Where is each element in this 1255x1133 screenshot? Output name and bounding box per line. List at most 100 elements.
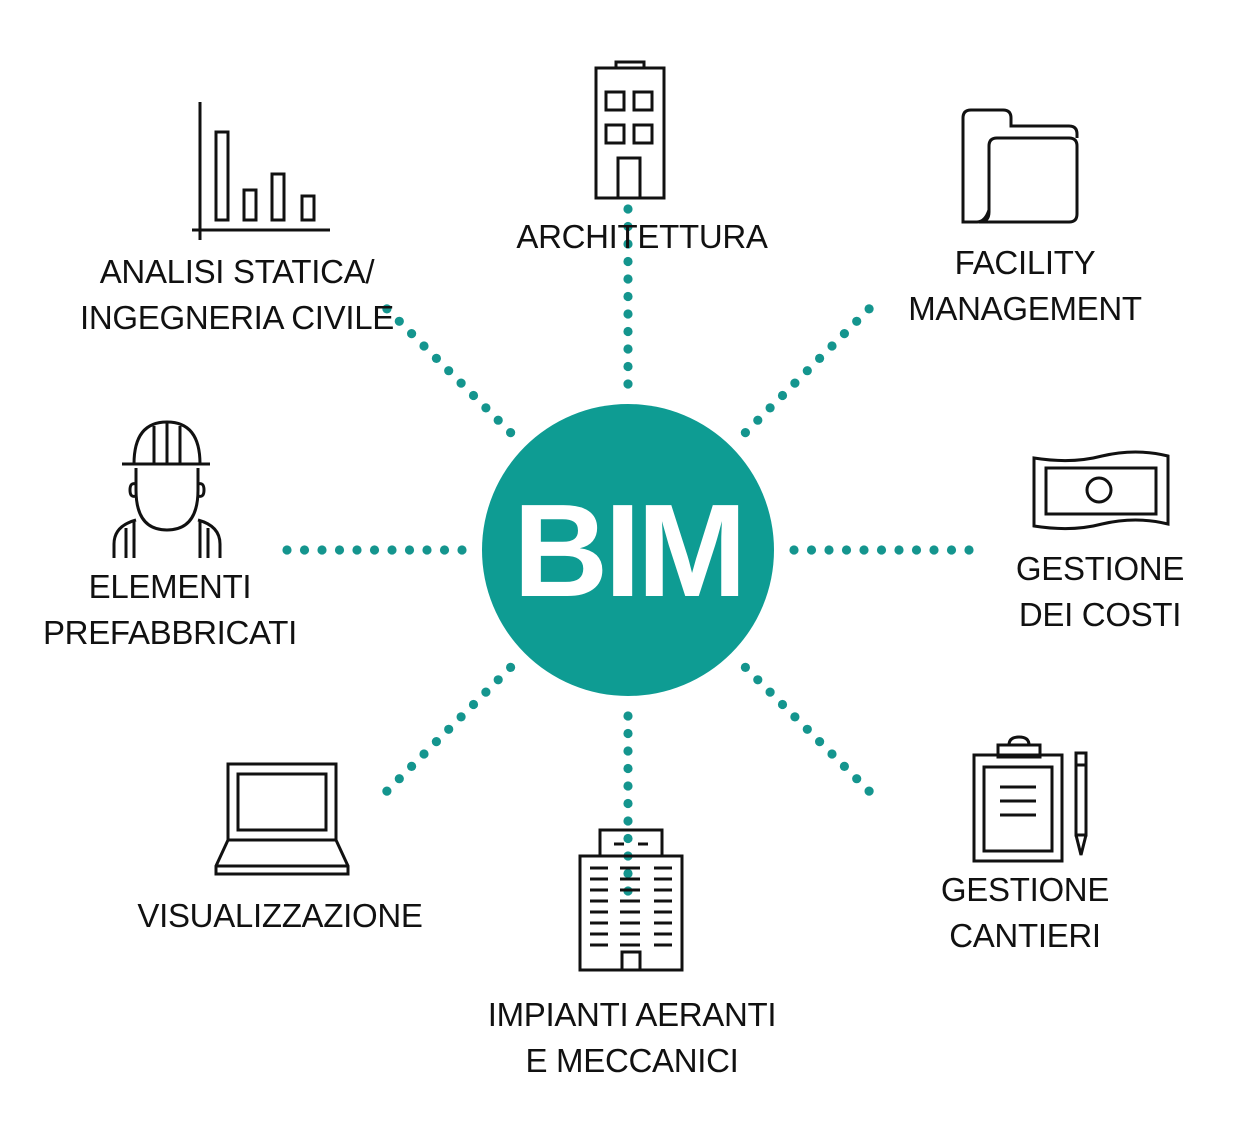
bim-label: BIM xyxy=(513,476,747,624)
connector-dot xyxy=(623,711,633,721)
connector-dot xyxy=(777,699,788,710)
connector-dot xyxy=(790,712,800,722)
connector-dot xyxy=(404,545,415,555)
connector-dot xyxy=(623,798,633,809)
connector-dot xyxy=(334,545,345,555)
connector-dot xyxy=(740,428,751,438)
connector-dot xyxy=(946,545,957,555)
connector-dot xyxy=(623,833,633,844)
connector-dot xyxy=(777,390,788,401)
connector-visualizzazione xyxy=(382,662,516,796)
connector-dot xyxy=(623,816,633,826)
connector-dot xyxy=(765,687,775,697)
connector-impianti xyxy=(623,711,633,896)
label-visualizzazione: VISUALIZZAZIONE xyxy=(137,897,423,934)
connector-dot xyxy=(802,724,812,734)
connector-dot xyxy=(468,390,479,401)
connector-dot xyxy=(394,774,404,784)
connector-dot xyxy=(623,746,633,756)
connector-dot xyxy=(506,428,516,438)
connector-prefabbricati xyxy=(282,545,467,555)
connector-dot xyxy=(382,304,392,314)
connector-dot xyxy=(859,545,869,555)
connector-dot xyxy=(964,545,974,555)
connector-dot xyxy=(876,545,887,555)
connector-dot xyxy=(419,749,429,759)
connector-dot xyxy=(493,415,503,425)
connector-dot xyxy=(753,415,763,425)
folder-icon xyxy=(961,106,1079,226)
connector-dot xyxy=(481,403,491,413)
connector-dot xyxy=(468,699,479,710)
connector-dot xyxy=(623,274,633,284)
connector-facility xyxy=(740,304,874,438)
banknote-icon xyxy=(1032,452,1172,532)
building-icon xyxy=(594,60,666,200)
connector-dot xyxy=(802,366,812,376)
connector-dot xyxy=(852,316,862,326)
connector-dot xyxy=(493,675,503,685)
connector-dot xyxy=(623,291,633,302)
connector-dot xyxy=(623,256,633,267)
connector-dot xyxy=(457,545,467,555)
label-architettura: ARCHITETTURA xyxy=(516,218,768,255)
label-elementi-prefabbricati: ELEMENTI PREFABBRICATI xyxy=(42,568,298,651)
connector-dot xyxy=(623,239,633,249)
connector-dot xyxy=(929,545,939,555)
connector-costi xyxy=(789,545,974,555)
connector-dot xyxy=(911,545,922,555)
connector-dot xyxy=(839,329,850,339)
connector-dot xyxy=(317,545,327,555)
label-analisi-statica: ANALISI STATICA/ INGEGNERIA CIVILE xyxy=(80,253,394,336)
label-gestione-costi: GESTIONE DEI COSTI xyxy=(1015,550,1185,633)
connector-dot xyxy=(444,366,454,376)
connector-dot xyxy=(623,221,633,232)
connector-dot xyxy=(506,662,516,673)
connector-dot xyxy=(623,326,633,337)
connector-dot xyxy=(864,786,874,796)
connector-dot xyxy=(623,868,633,879)
connector-dot xyxy=(623,204,633,214)
bar-chart-icon xyxy=(190,100,332,242)
connector-cantieri xyxy=(740,662,874,796)
connector-dot xyxy=(815,737,825,747)
connector-dot xyxy=(623,763,633,774)
connector-dot xyxy=(864,304,874,314)
connector-dot xyxy=(765,403,775,413)
bim-circle xyxy=(482,404,774,696)
connector-analisi xyxy=(382,304,516,438)
connector-dot xyxy=(407,761,417,772)
connector-dot xyxy=(407,329,417,339)
connector-dot xyxy=(623,309,633,319)
office-tower-icon xyxy=(578,828,684,972)
connector-dot xyxy=(387,545,397,555)
connector-dot xyxy=(806,545,817,555)
laptop-icon xyxy=(214,762,350,878)
connector-dot xyxy=(839,761,850,772)
connector-dot xyxy=(623,361,633,372)
connector-dot xyxy=(753,675,763,685)
connector-dot xyxy=(623,379,633,389)
connector-dot xyxy=(827,341,837,351)
connector-dot xyxy=(352,545,362,555)
connector-dot xyxy=(623,344,633,354)
connector-dot xyxy=(815,353,825,363)
connector-dot xyxy=(740,662,751,673)
construction-worker-icon xyxy=(112,418,222,560)
connector-dot xyxy=(827,749,837,759)
connector-dot xyxy=(456,712,466,722)
connector-dot xyxy=(419,341,429,351)
label-impianti: IMPIANTI AERANTI E MECCANICI xyxy=(487,996,777,1079)
label-gestione-cantieri: GESTIONE CANTIERI xyxy=(940,871,1110,954)
connector-dot xyxy=(841,545,852,555)
connector-dot xyxy=(431,737,441,747)
connector-architettura xyxy=(623,204,633,389)
connector-dot xyxy=(439,545,450,555)
connector-dot xyxy=(894,545,904,555)
connector-dot xyxy=(789,545,799,555)
connector-dot xyxy=(790,378,800,388)
connector-dot xyxy=(382,786,392,796)
